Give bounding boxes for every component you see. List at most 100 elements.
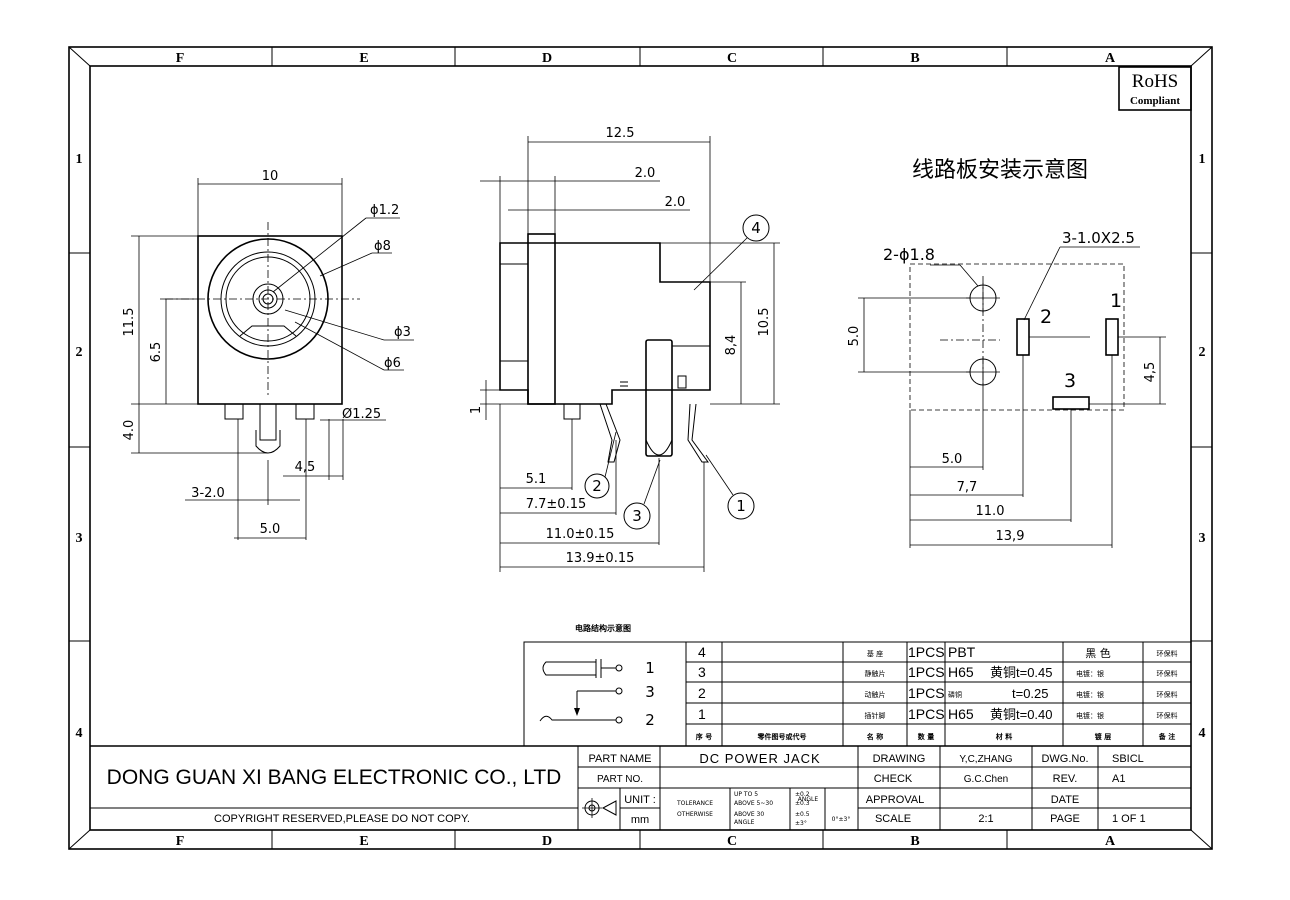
tol-2-value: ±0.3 — [795, 800, 810, 807]
col-label-a-bottom: A — [1105, 834, 1116, 849]
row-label-4-left: 4 — [76, 726, 83, 741]
bom-row3-note: 环保料 — [1157, 690, 1178, 699]
bom-row4-no: 1 — [698, 706, 706, 722]
circuit-title: 电路结构示意图 — [575, 623, 631, 633]
side-dim-1: 1 — [469, 406, 484, 414]
bom-row2-qty: 1PCS — [908, 664, 945, 680]
row-label-4-right: 4 — [1199, 726, 1206, 741]
pcb-slots-label: 3-1.0X2.5 — [1062, 229, 1135, 247]
bom-row2-name: 静触片 — [865, 669, 886, 678]
unit-value: mm — [631, 814, 649, 826]
front-dim-height: 11.5 — [122, 308, 137, 337]
circuit-pin-2: 2 — [645, 711, 655, 729]
row-label-3-right: 3 — [1199, 531, 1206, 546]
col-label-d-bottom: D — [542, 834, 552, 849]
side-dim-20a: 2.0 — [635, 166, 656, 181]
tol-2-label: ABOVE 5~30 — [734, 800, 773, 807]
rev-value: A1 — [1112, 773, 1125, 785]
bom-table: 4 基 座 1PCS PBT 黑 色 环保料 3 静触片 1PCS H65 黄铜… — [685, 641, 1192, 747]
side-callout-2: 2 — [592, 477, 602, 495]
side-dim-20b: 2.0 — [665, 195, 686, 210]
row-label-1-left: 1 — [76, 152, 83, 167]
front-dim-slots: 3-2.0 — [191, 486, 225, 501]
tolerance-label: TOLERANCE — [676, 800, 713, 807]
drawing-value: Y,C,ZHANG — [959, 754, 1012, 765]
pcb-holes-label: 2-ϕ1.8 — [883, 245, 935, 264]
row-label-2-right: 2 — [1199, 345, 1206, 360]
date-label: DATE — [1051, 794, 1080, 806]
bom-row2-material-note: 黄铜t=0.45 — [990, 665, 1053, 680]
circuit-pin-3: 3 — [645, 683, 655, 701]
rev-label: REV. — [1053, 773, 1078, 785]
side-callout-3: 3 — [632, 507, 642, 525]
tol-3-value: ±0.5 — [795, 811, 810, 818]
front-dim-pin: 4.0 — [122, 420, 137, 441]
pcb-dim-139: 13,9 — [996, 529, 1025, 544]
pcb-pin2: 2 — [1040, 306, 1052, 328]
col-label-f-bottom: F — [176, 834, 185, 849]
dwg-no-label: DWG.No. — [1041, 753, 1088, 765]
side-body — [499, 242, 711, 405]
pcb-layout: 线路板安装示意图 2-ϕ1.8 3-1.0X2.5 1 2 3 5.0 4,5 … — [847, 158, 1166, 548]
front-dim-45: 4,5 — [295, 460, 316, 475]
bom-row3-material: 磷铜 — [948, 690, 962, 699]
bom-row2-no: 3 — [698, 664, 706, 680]
col-label-d-top: D — [542, 51, 552, 66]
bom-row4-qty: 1PCS — [908, 706, 945, 722]
bom-row1-qty: 1PCS — [908, 644, 945, 660]
tol-4-label: ANGLE — [734, 819, 755, 826]
row-label-2-left: 2 — [76, 345, 83, 360]
bom-row2-finish: 电镀：银 — [1076, 669, 1104, 678]
bom-row1-no: 4 — [698, 644, 706, 660]
bom-row1-material: PBT — [948, 644, 976, 660]
side-dim-51: 5.1 — [526, 472, 547, 487]
side-dim-125: 12.5 — [606, 126, 635, 141]
col-label-e-top: E — [359, 51, 368, 66]
col-label-f-top: F — [176, 51, 185, 66]
bom-row4-material-note: 黄铜t=0.40 — [990, 707, 1053, 722]
pcb-slot-3 — [1052, 396, 1090, 410]
company-name: DONG GUAN XI BANG ELECTRONIC CO., LTD — [107, 766, 562, 789]
tol-1-label: UP TO 5 — [734, 791, 758, 798]
bom-row4-finish: 电镀：银 — [1076, 711, 1104, 720]
bom-header-finish: 镀 层 — [1095, 732, 1111, 741]
col-label-b-top: B — [910, 51, 919, 66]
page-label: PAGE — [1050, 813, 1080, 825]
copyright-text: COPYRIGHT RESERVED,PLEASE DO NOT COPY. — [214, 813, 470, 825]
zone-dividers — [69, 47, 1212, 849]
front-dim-phi3: ϕ3 — [394, 325, 411, 340]
bom-row1-finish: 黑 色 — [1085, 646, 1111, 660]
side-view: 4 2 3 1 12.5 2.0 2.0 10.5 8,4 1 — [469, 126, 780, 572]
bom-row1-note: 环保料 — [1157, 649, 1178, 658]
bom-row3-name: 动触片 — [865, 690, 886, 699]
circuit-pin-1: 1 — [645, 659, 655, 677]
angle-value: 0°±3° — [832, 816, 851, 823]
projection-symbol-icon — [582, 798, 617, 818]
bom-header-material: 材 料 — [995, 732, 1012, 741]
rohs-badge: RoHS Compliant — [1118, 66, 1192, 111]
dwg-no-value: SBICL — [1112, 753, 1144, 765]
bom-row2-material: H65 — [948, 664, 974, 680]
front-dim-phi8: ϕ8 — [374, 239, 391, 254]
page-value: 1 OF 1 — [1112, 813, 1146, 825]
side-callout-4: 4 — [751, 219, 761, 237]
bom-row2-note: 环保料 — [1157, 669, 1178, 678]
front-dim-phi12: ϕ1.2 — [370, 203, 399, 218]
check-label: CHECK — [874, 773, 913, 785]
otherwise-label: OTHERWISE — [677, 811, 713, 818]
front-dim-50: 5.0 — [260, 522, 281, 537]
bom-header-code: 零件图号或代号 — [757, 732, 807, 741]
side-dim-105: 10.5 — [757, 308, 772, 337]
bom-row4-note: 环保料 — [1157, 711, 1178, 720]
bom-header-qty: 数 量 — [918, 732, 934, 741]
col-label-c-top: C — [727, 51, 737, 66]
pcb-dim-50v: 5.0 — [847, 326, 862, 347]
pcb-dim-45v: 4,5 — [1143, 362, 1158, 383]
front-view: 10 11.5 6.5 4.0 ϕ1.2 ϕ8 ϕ3 ϕ6 Ø1.25 4,5 … — [122, 169, 414, 540]
front-dim-pin-dia: Ø1.25 — [342, 407, 381, 422]
bom-header-name: 名 称 — [867, 732, 883, 741]
circuit-diagram: 电路结构示意图 1 3 2 — [523, 623, 687, 747]
drawing-label: DRAWING — [873, 753, 926, 765]
part-name-value: DC POWER JACK — [699, 751, 820, 766]
col-label-e-bottom: E — [359, 834, 368, 849]
